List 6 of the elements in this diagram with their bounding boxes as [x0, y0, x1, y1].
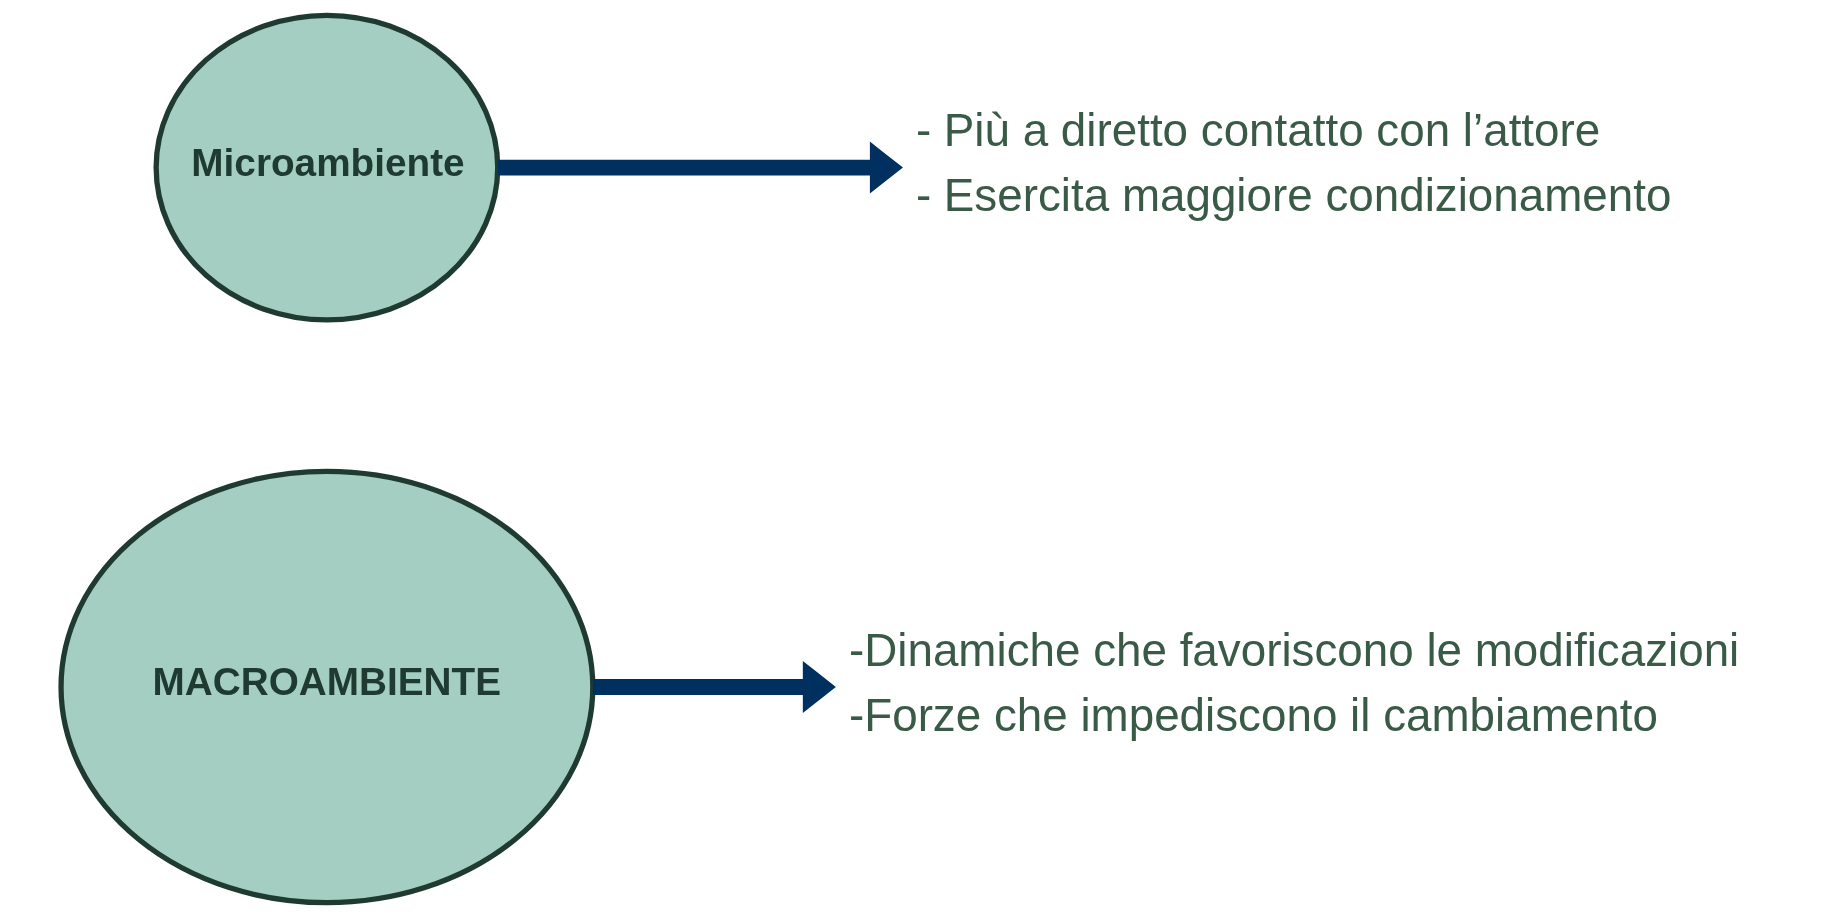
node-text: - Più a diretto contatto con l’attore - Esercita maggiore condizionamento [915, 105, 1671, 222]
node-ellipse: Microambiente [153, 12, 500, 323]
arrow [592, 661, 836, 714]
node-ellipse: MACROAMBIENTE [57, 468, 595, 906]
node-text: -Dinamiche che favoriscono le modificazioni -Forze che impediscono il cambiamento [848, 624, 1739, 741]
arrow [497, 141, 903, 194]
